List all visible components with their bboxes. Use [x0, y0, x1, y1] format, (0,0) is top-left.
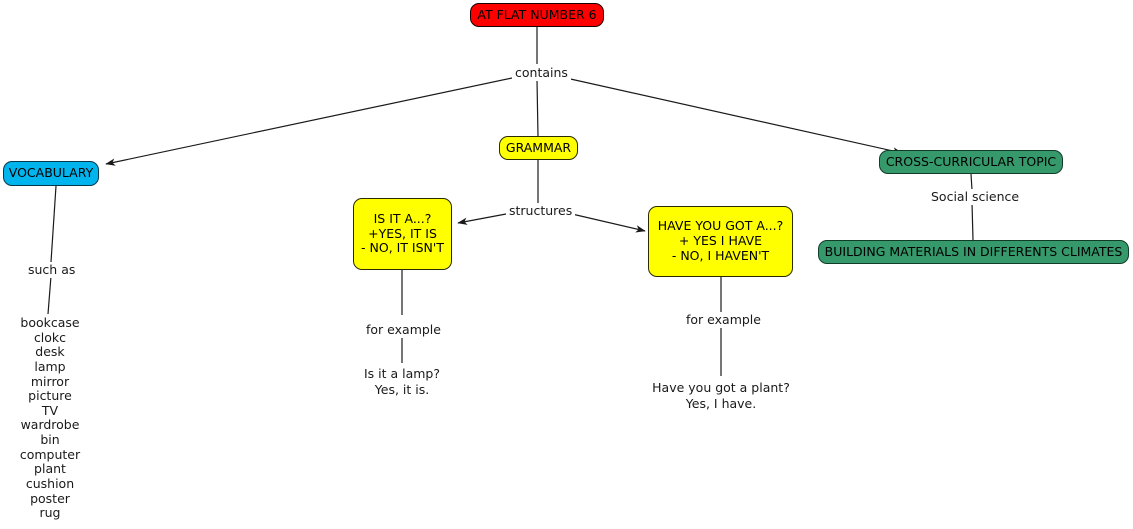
- node-structure-have-you-got-a-line-3: - NO, I HAVEN'T: [671, 247, 770, 263]
- link-label-social-science: Social science: [928, 189, 1023, 205]
- link-label-for-example-left: for example: [363, 322, 444, 338]
- example-right-line-1: Have you got a plant?: [652, 380, 790, 395]
- link-label-such-as: such as: [25, 262, 79, 278]
- link-cross-curricular-to-social-science: [970, 173, 973, 191]
- vocabulary-item: desk: [35, 344, 65, 360]
- example-right: Have you got a plant? Yes, I have.: [641, 380, 801, 412]
- example-right-line-2: Yes, I have.: [685, 396, 757, 411]
- node-cross-curricular-topic-label: CROSS-CURRICULAR TOPIC: [885, 153, 1057, 169]
- link-label-for-example-right: for example: [683, 312, 764, 328]
- link-vocabulary-to-such-as: [50, 185, 57, 263]
- node-at-flat-number-6-label: AT FLAT NUMBER 6: [477, 6, 597, 22]
- vocabulary-item: picture: [28, 388, 72, 404]
- vocabulary-item: clokc: [33, 329, 67, 345]
- vocabulary-item: poster: [30, 490, 70, 506]
- link-contains-to-cross-curricular: [565, 77, 903, 155]
- node-structure-have-you-got-a-line-1: HAVE YOU GOT A...?: [657, 218, 784, 234]
- vocabulary-item: cushion: [25, 475, 75, 491]
- example-left-line-1: Is it a lamp?: [363, 366, 441, 381]
- example-left: Is it a lamp? Yes, it is.: [342, 366, 462, 398]
- node-structure-have-you-got-a-line-2: + YES I HAVE: [678, 233, 763, 249]
- node-structure-is-it-a-line-2: +YES, IT IS: [368, 225, 437, 241]
- node-grammar[interactable]: GRAMMAR: [499, 136, 578, 160]
- vocabulary-item: computer: [19, 446, 81, 462]
- vocabulary-item: lamp: [34, 358, 66, 374]
- vocabulary-item: plant: [34, 461, 66, 477]
- link-label-contains: contains: [512, 65, 571, 81]
- node-cross-curricular-topic[interactable]: CROSS-CURRICULAR TOPIC: [879, 150, 1063, 174]
- node-at-flat-number-6[interactable]: AT FLAT NUMBER 6: [470, 3, 604, 27]
- vocabulary-item: mirror: [30, 373, 70, 389]
- link-contains-to-grammar: [536, 79, 539, 137]
- link-label-structures: structures: [506, 203, 576, 219]
- node-structure-is-it-a[interactable]: IS IT A...? +YES, IT IS - NO, IT ISN'T: [353, 198, 452, 270]
- vocabulary-item: bookcase: [20, 315, 80, 330]
- link-social-science-to-building-materials: [971, 202, 974, 241]
- node-vocabulary-label: VOCABULARY: [8, 165, 94, 181]
- node-vocabulary[interactable]: VOCABULARY: [3, 161, 99, 186]
- node-building-materials[interactable]: BUILDING MATERIALS IN DIFFERENTS CLIMATE…: [818, 240, 1129, 264]
- node-structure-is-it-a-line-1: IS IT A...?: [373, 210, 432, 226]
- vocabulary-item: TV: [41, 402, 59, 418]
- example-left-line-2: Yes, it is.: [374, 382, 430, 397]
- link-such-as-to-vocab-list: [47, 275, 52, 315]
- link-structures-to-have-you-got: [571, 213, 646, 233]
- link-contains-to-vocabulary: [105, 77, 513, 166]
- node-grammar-label: GRAMMAR: [505, 139, 572, 155]
- link-structures-to-is-it-a: [457, 213, 507, 225]
- node-structure-have-you-got-a[interactable]: HAVE YOU GOT A...? + YES I HAVE - NO, I …: [648, 206, 793, 277]
- vocabulary-item: wardrobe: [20, 417, 80, 433]
- node-building-materials-label: BUILDING MATERIALS IN DIFFERENTS CLIMATE…: [824, 243, 1123, 259]
- node-structure-is-it-a-line-3: - NO, IT ISN'T: [361, 240, 444, 256]
- vocabulary-item: rug: [39, 505, 61, 521]
- vocabulary-item: bin: [40, 432, 60, 447]
